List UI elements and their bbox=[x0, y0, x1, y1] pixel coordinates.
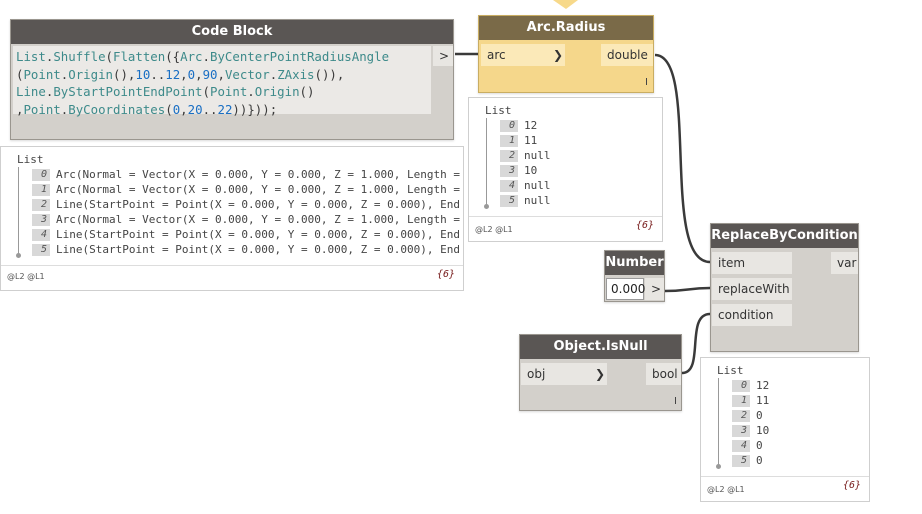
replacewith-input-port[interactable]: replaceWith bbox=[712, 278, 792, 300]
replace-by-condition-title: ReplaceByCondition bbox=[711, 224, 858, 248]
preview-tree-line bbox=[486, 118, 487, 206]
number-output-port[interactable]: > bbox=[645, 278, 664, 300]
var-output-port[interactable]: var bbox=[831, 252, 858, 274]
wire-number-to-replacewith[interactable] bbox=[664, 286, 711, 293]
preview-tree-dot bbox=[716, 464, 721, 469]
object-is-null-node[interactable]: Object.IsNull obj ❯ bool bbox=[519, 334, 682, 411]
replace-by-condition-node[interactable]: ReplaceByCondition item replaceWith cond… bbox=[710, 223, 859, 352]
arc-radius-title: Arc.Radius bbox=[479, 16, 653, 40]
item-input-port[interactable]: item bbox=[712, 252, 792, 274]
code-block-title: Code Block bbox=[11, 20, 453, 44]
code-line: Line.ByStartPointEndPoint(Point.Origin() bbox=[16, 84, 315, 99]
preview-count: {6} bbox=[436, 269, 455, 280]
chevron-right-icon: ❯ bbox=[595, 367, 606, 381]
number-input[interactable]: 0.000 bbox=[606, 278, 645, 300]
preview-list-label: List bbox=[485, 104, 512, 117]
output-chevron-icon: > bbox=[651, 282, 662, 296]
arc-input-port[interactable]: arc bbox=[481, 44, 565, 66]
preview-levels[interactable]: @L2 @L1 bbox=[475, 225, 513, 234]
code-line: List.Shuffle(Flatten({Arc.ByCenterPointR… bbox=[16, 49, 390, 64]
arc-node-top-marker bbox=[553, 0, 578, 9]
chevron-right-icon: ❯ bbox=[553, 48, 564, 62]
preview-levels[interactable]: @L2 @L1 bbox=[707, 485, 745, 494]
wire-arc-to-item[interactable] bbox=[654, 53, 711, 264]
preview-tree-line bbox=[18, 167, 19, 255]
code-editor[interactable]: List.Shuffle(Flatten({Arc.ByCenterPointR… bbox=[13, 46, 431, 117]
lacing-icon[interactable] bbox=[675, 397, 676, 404]
code-line: ,Point.ByCoordinates(0,20..22))})); bbox=[16, 101, 278, 117]
preview-tree-dot bbox=[484, 204, 489, 209]
obj-input-port[interactable]: obj bbox=[521, 363, 607, 385]
code-line: (Point.Origin(),10..12,0,90,Vector.ZAxis… bbox=[16, 66, 345, 82]
double-output-port[interactable]: double bbox=[601, 44, 653, 66]
preview-tree-dot bbox=[16, 253, 21, 258]
preview-tree-line bbox=[718, 378, 719, 466]
preview-count: {6} bbox=[842, 480, 861, 491]
preview-count: {6} bbox=[635, 220, 654, 231]
output-chevron-icon: > bbox=[439, 49, 450, 63]
preview-list-label: List bbox=[17, 153, 44, 166]
bool-output-port[interactable]: bool bbox=[646, 363, 681, 385]
preview-levels[interactable]: @L2 @L1 bbox=[7, 272, 45, 281]
lacing-icon[interactable] bbox=[646, 78, 647, 85]
number-title: Number bbox=[605, 251, 664, 275]
code-block-node[interactable]: Code Block List.Shuffle(Flatten({Arc.ByC… bbox=[10, 19, 454, 140]
code-block-output-port[interactable]: > bbox=[433, 46, 453, 66]
preview-list-label: List bbox=[717, 364, 744, 377]
number-node[interactable]: Number 0.000 > bbox=[604, 250, 665, 302]
condition-input-port[interactable]: condition bbox=[712, 304, 792, 326]
object-is-null-title: Object.IsNull bbox=[520, 335, 681, 359]
arc-radius-node[interactable]: Arc.Radius arc ❯ double bbox=[478, 15, 654, 93]
